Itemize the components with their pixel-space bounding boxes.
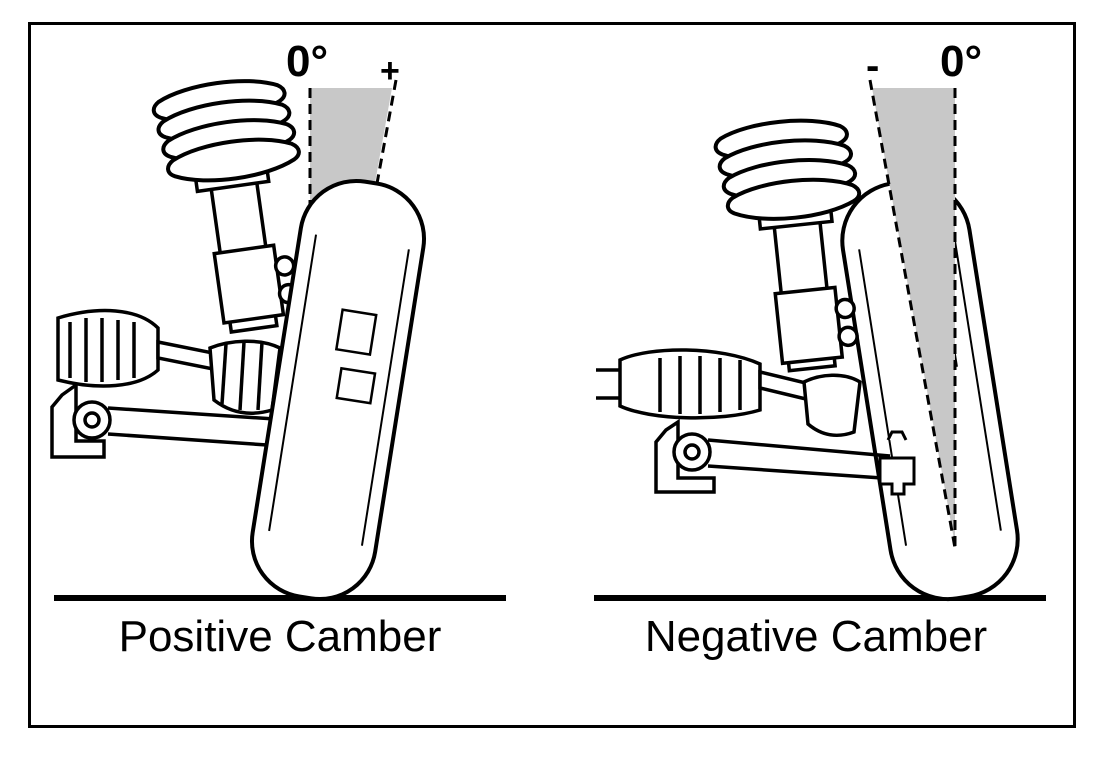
drive-shaft-left: [56, 308, 282, 415]
zero-degree-label-left: 0°: [286, 37, 329, 86]
positive-camber-panel: [50, 71, 506, 602]
lower-arm-left: [50, 381, 291, 459]
diagram-frame: [28, 22, 1076, 728]
plus-sign-label: +: [380, 52, 400, 90]
strut-left: [149, 71, 304, 334]
negative-camber-panel: [594, 79, 1046, 602]
drive-shaft-right: [596, 348, 862, 438]
tire-positive: [249, 178, 427, 602]
minus-sign-label: -: [866, 44, 880, 88]
strut-right: [711, 112, 864, 373]
zero-degree-label-right: 0°: [940, 37, 983, 86]
lower-arm-right: [654, 418, 891, 494]
caption-positive-camber: Positive Camber: [118, 612, 442, 661]
caption-negative-camber: Negative Camber: [644, 612, 988, 661]
knuckle-right: [878, 430, 916, 496]
